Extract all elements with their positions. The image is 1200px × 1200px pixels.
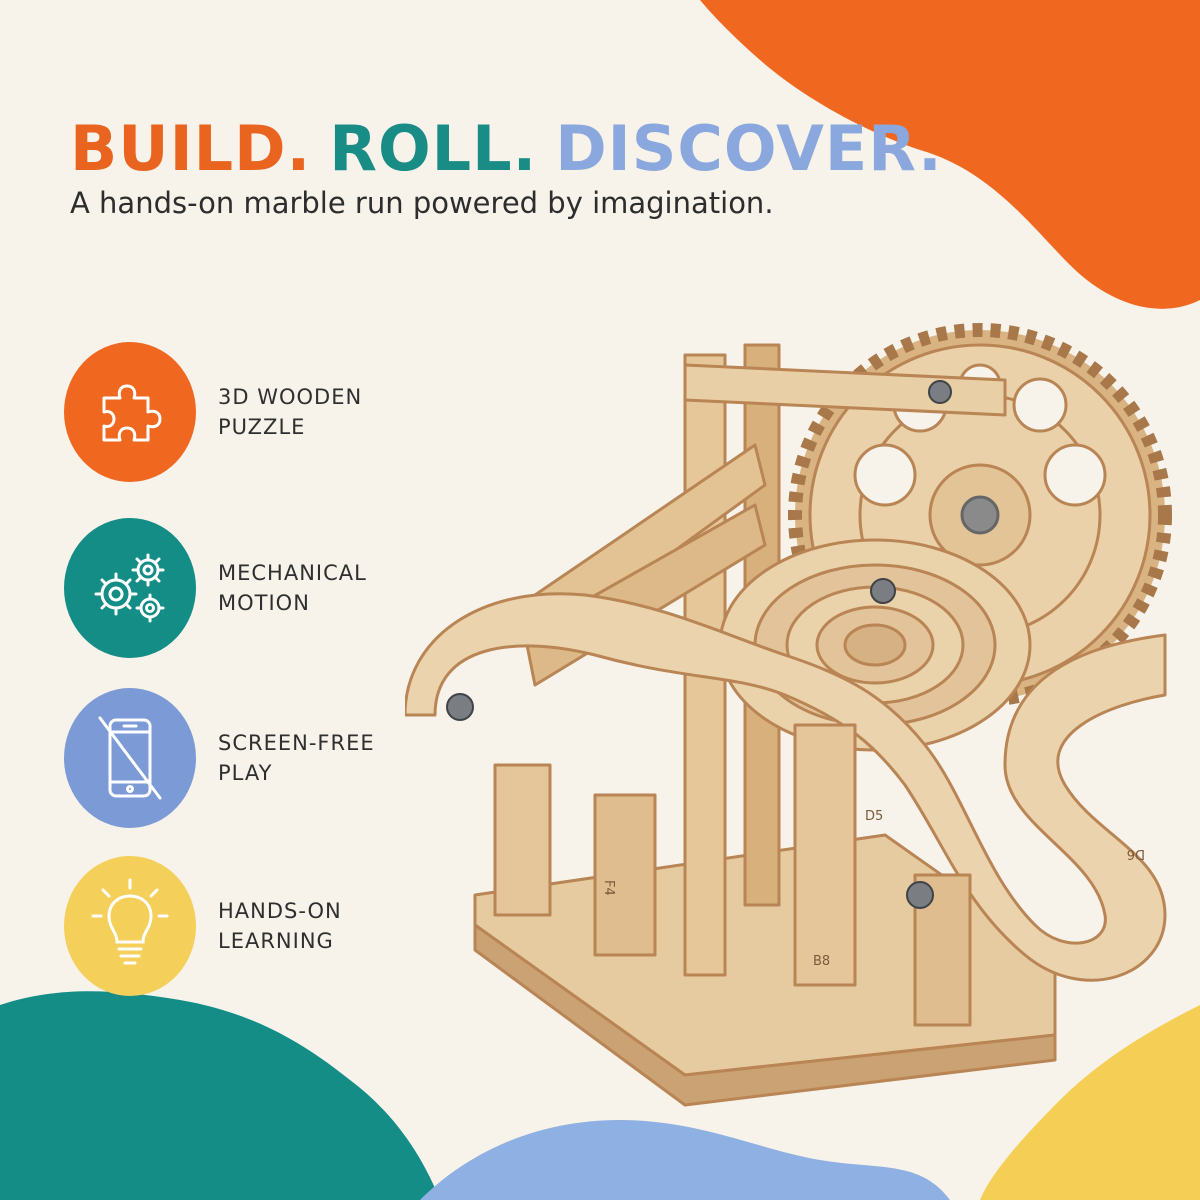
feature-label: HANDS-ON LEARNING — [218, 896, 418, 956]
support-pillar — [493, 763, 552, 917]
feature-label-line2: LEARNING — [218, 929, 334, 953]
headline-word-build: BUILD. — [70, 112, 312, 185]
serpentine-track — [405, 592, 1167, 982]
feature-3d-wooden-puzzle: 3D WOODEN PUZZLE — [64, 342, 424, 482]
marble — [928, 380, 952, 404]
feature-label: MECHANICAL MOTION — [218, 558, 418, 618]
lightbulb-icon — [91, 878, 169, 965]
track-label-b8: B8 — [813, 954, 830, 969]
support-pillar — [793, 723, 857, 987]
gears-icon — [94, 553, 165, 623]
headline: BUILD.ROLL.DISCOVER. — [70, 112, 961, 185]
marble — [446, 693, 474, 721]
top-beam — [683, 363, 1007, 417]
feature-badge — [64, 518, 196, 658]
feature-label-line1: HANDS-ON — [218, 899, 342, 923]
feature-badge — [64, 688, 196, 828]
headline-word-roll: ROLL. — [329, 112, 538, 185]
marble-run-product-image: D5 D6 B8 F4 — [405, 323, 1172, 1107]
feature-label: 3D WOODEN PUZZLE — [218, 382, 418, 442]
feature-label-line1: MECHANICAL — [218, 561, 367, 585]
marble — [906, 881, 934, 909]
feature-label-line2: PUZZLE — [218, 415, 306, 439]
track-label-d5: D5 — [865, 809, 883, 824]
feature-badge — [64, 342, 196, 482]
feature-label-line1: SCREEN-FREE — [218, 731, 375, 755]
feature-badge — [64, 856, 196, 996]
support-pillar — [593, 793, 657, 957]
feature-screen-free-play: SCREEN-FREE PLAY — [64, 688, 424, 828]
track-label-d6: D6 — [1127, 846, 1145, 861]
feature-label-line2: PLAY — [218, 761, 273, 785]
no-phone-icon — [98, 716, 162, 800]
feature-hands-on-learning: HANDS-ON LEARNING — [64, 856, 424, 996]
track-label-f4: F4 — [601, 880, 616, 896]
base-board-edge — [473, 923, 1057, 1107]
marble — [870, 578, 896, 604]
feature-label: SCREEN-FREE PLAY — [218, 728, 418, 788]
puzzle-piece-icon — [102, 384, 162, 442]
headline-word-discover: DISCOVER. — [555, 112, 943, 185]
feature-mechanical-motion: MECHANICAL MOTION — [64, 518, 424, 658]
feature-label-line1: 3D WOODEN — [218, 385, 363, 409]
feature-label-line2: MOTION — [218, 591, 310, 615]
tagline: A hands-on marble run powered by imagina… — [70, 186, 774, 220]
